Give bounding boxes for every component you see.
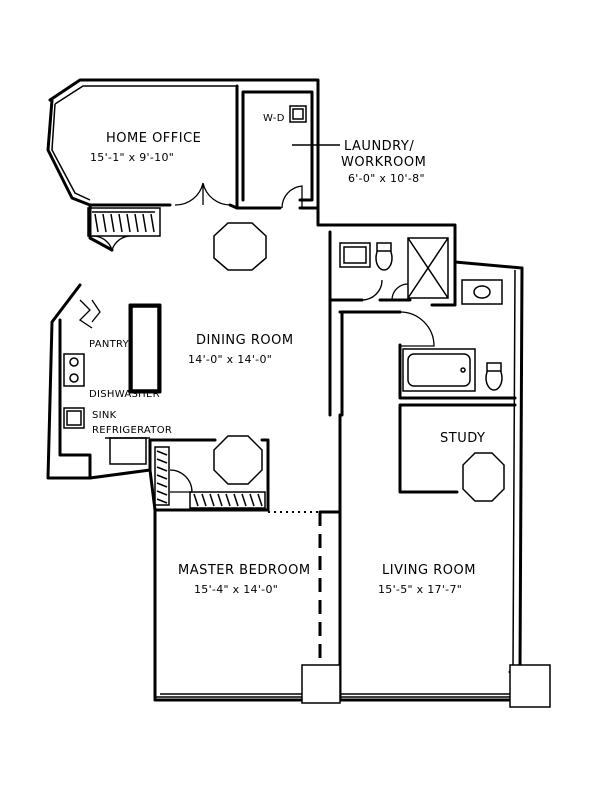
burner: [69, 373, 79, 383]
column-left: [301, 664, 341, 704]
master-bedroom-dims: 15'-4" x 14'-0": [194, 583, 278, 596]
laundry-label-1: LAUNDRY/: [344, 139, 414, 154]
pantry-doors: [78, 299, 101, 329]
dishwasher-label: DISHWASHER: [89, 389, 160, 400]
dining-dims: 14'-0" x 14'-0": [188, 353, 272, 366]
office-door-arcs: [174, 182, 232, 206]
bath-door-arc: [361, 279, 409, 301]
master-closet-bottom: [189, 491, 266, 509]
burner: [69, 357, 79, 367]
shower-x: [407, 237, 449, 299]
closet-bottom-hatch: [193, 493, 263, 507]
study-label: STUDY: [440, 431, 485, 446]
exterior-wall: [46, 78, 524, 702]
office-outer-wall: [51, 85, 236, 201]
bathtub: [402, 348, 476, 392]
dining-lower-wall: [88, 468, 152, 480]
closet-hub: [213, 435, 263, 485]
toilet-tank: [376, 242, 392, 252]
study-door-arc: [399, 311, 435, 347]
dining-table: [213, 222, 267, 271]
closet-door-arc: [169, 469, 193, 493]
living-room-label: LIVING ROOM: [382, 563, 476, 578]
laundry-dims: 6'-0" x 10'-8": [348, 172, 425, 185]
washer-dryer-inner: [292, 108, 304, 120]
kitchen-island: [131, 306, 159, 391]
study-room-walls: [398, 403, 517, 494]
laundry-door-arc: [281, 185, 303, 209]
study-walls: [338, 310, 402, 417]
office-south-wall: [88, 203, 239, 210]
closet-hatch: [92, 211, 155, 233]
study-bath-sink: [461, 279, 503, 305]
closet-left-hatch: [156, 450, 168, 504]
home-office-label: HOME OFFICE: [106, 131, 201, 146]
closet-door-arcs: [91, 235, 131, 251]
washer-dryer-label: W-D: [263, 113, 285, 124]
master-bedroom-label: MASTER BEDROOM: [178, 563, 311, 578]
study-bath-wall: [398, 343, 517, 400]
kitchen-walls: [58, 303, 162, 480]
laundry-walls: [235, 84, 320, 210]
refrigerator-label: REFRIGERATOR: [92, 425, 172, 436]
master-closet-walls: [148, 438, 270, 512]
study-toilet-tank: [486, 362, 502, 372]
laundry-label-2: WORKROOM: [341, 155, 426, 170]
study-bath-basin: [473, 285, 491, 299]
sink-label: SINK: [92, 410, 117, 421]
range: [63, 353, 85, 387]
washer-dryer: [289, 105, 307, 123]
bath-sink-basin: [343, 246, 367, 264]
bathtub-inner: [407, 353, 471, 387]
office-closet: [87, 207, 161, 237]
column-right: [509, 664, 551, 708]
refrigerator: [109, 437, 147, 465]
bath-walls: [328, 230, 457, 417]
kitchen-sink-basin: [66, 410, 82, 426]
living-room-dims: 15'-5" x 17'-7": [378, 583, 462, 596]
tub-drain: [460, 367, 466, 373]
pantry-label: PANTRY: [89, 339, 130, 350]
living-wall: [318, 413, 342, 702]
master-closet-left: [154, 446, 170, 506]
kitchen-sink: [63, 407, 85, 429]
home-office-dims: 15'-1" x 9'-10": [90, 151, 174, 164]
dining-label: DINING ROOM: [196, 333, 294, 348]
study-table: [462, 452, 505, 502]
